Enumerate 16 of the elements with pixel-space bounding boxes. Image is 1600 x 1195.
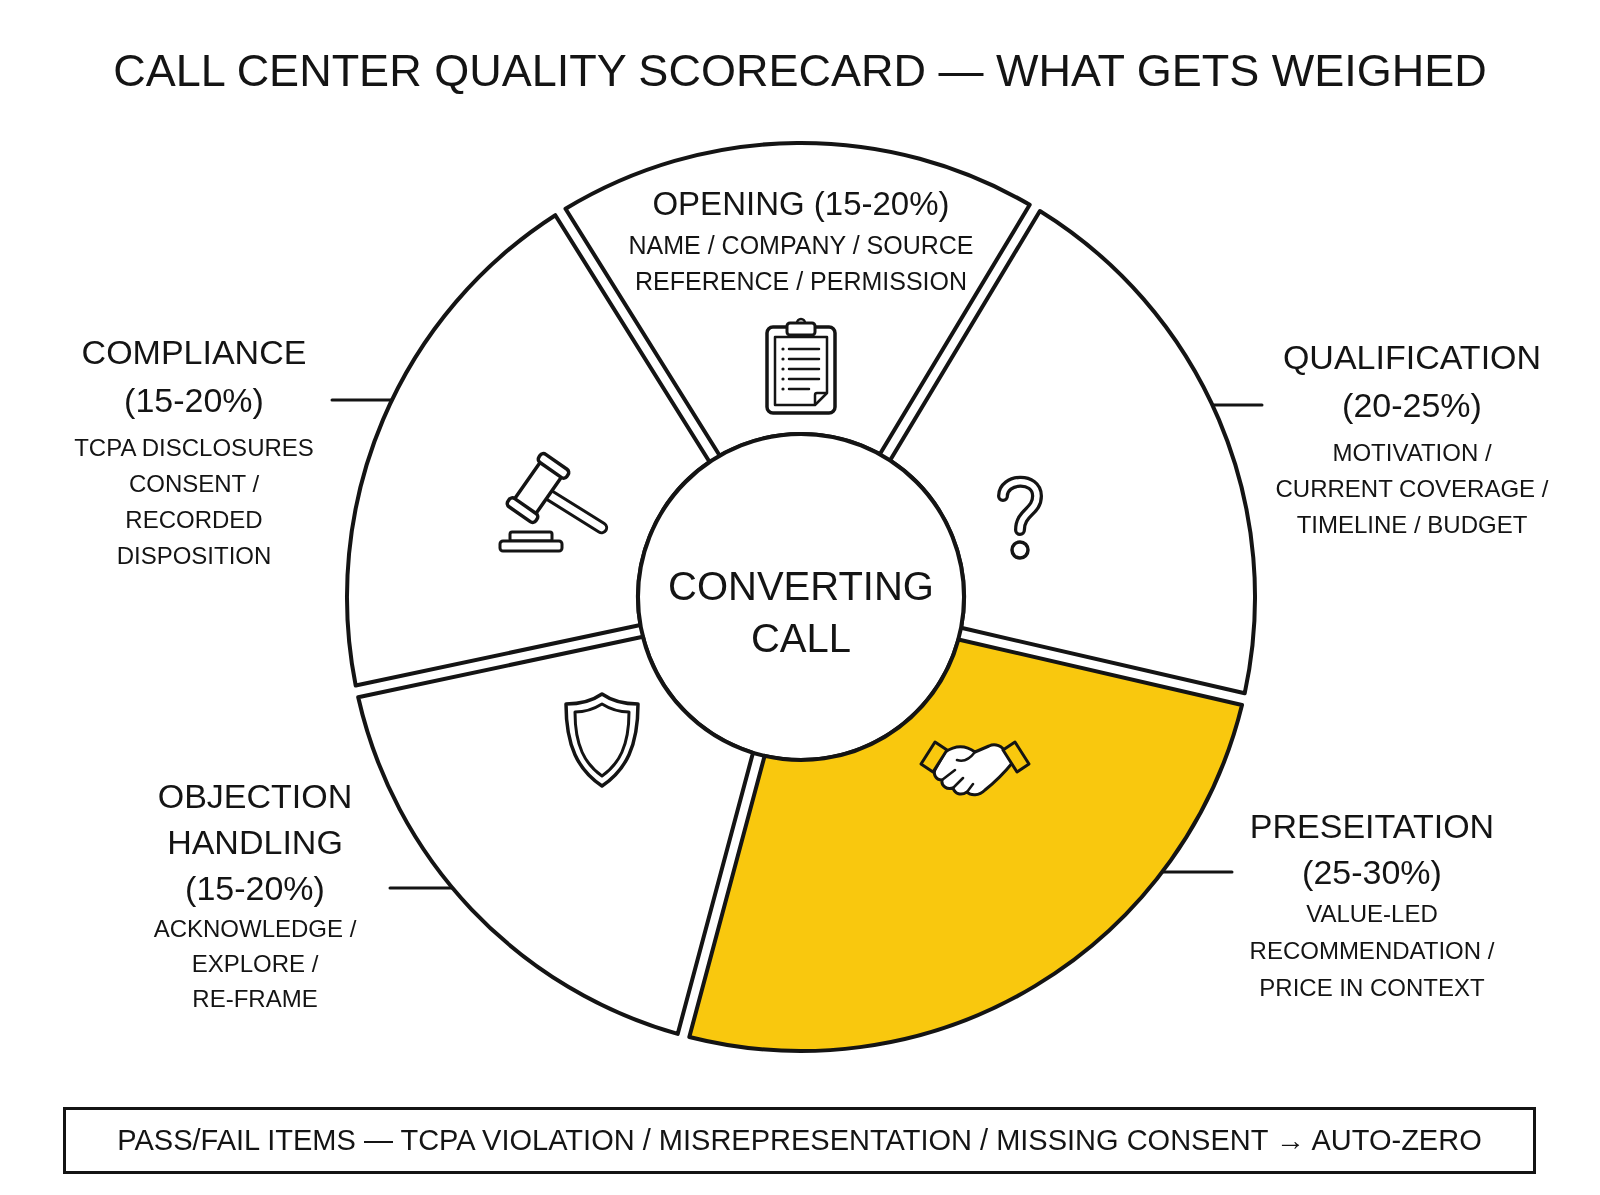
segment-heading: PRESEITATION (25-30%) bbox=[1248, 806, 1496, 893]
segment-details: ACKNOWLEDGE / EXPLORE / RE-FRAME bbox=[152, 914, 358, 1014]
segment-details: VALUE-LED RECOMMENDATION / PRICE IN CONTEXT bbox=[1248, 899, 1496, 1003]
segment-heading: OBJECTION HANDLING (15-20%) bbox=[156, 776, 354, 909]
note-panel bbox=[63, 1107, 1536, 1174]
segment-heading: COMPLIANCE (15-20%) bbox=[80, 332, 308, 421]
segment-details: MOTIVATION / CURRENT COVERAGE / TIMELINE / BUDGET bbox=[1274, 438, 1550, 540]
segment-heading: OPENING (15-20%) bbox=[651, 184, 951, 224]
segment-details: TCPA DISCLOSURES CONSENT / RECORDED DISPOSITION bbox=[73, 433, 315, 571]
diagram-title: CALL CENTER QUALITY SCORECARD — WHAT GETS WEIGHED bbox=[113, 44, 1487, 98]
hub-title: CONVERTING CALL bbox=[667, 563, 935, 662]
segment-details: NAME / COMPANY / SOURCE REFERENCE / PERMISSION bbox=[627, 230, 975, 297]
leader-line bbox=[1160, 870, 1234, 874]
leader-line bbox=[388, 886, 454, 890]
segment-heading: QUALIFICATION (20-25%) bbox=[1281, 337, 1543, 426]
note-text: PASS/FAIL ITEMS — TCPA VIOLATION / MISREPRESENTATION / MISSING CONSENT → AUTO-ZERO bbox=[117, 1124, 1482, 1157]
